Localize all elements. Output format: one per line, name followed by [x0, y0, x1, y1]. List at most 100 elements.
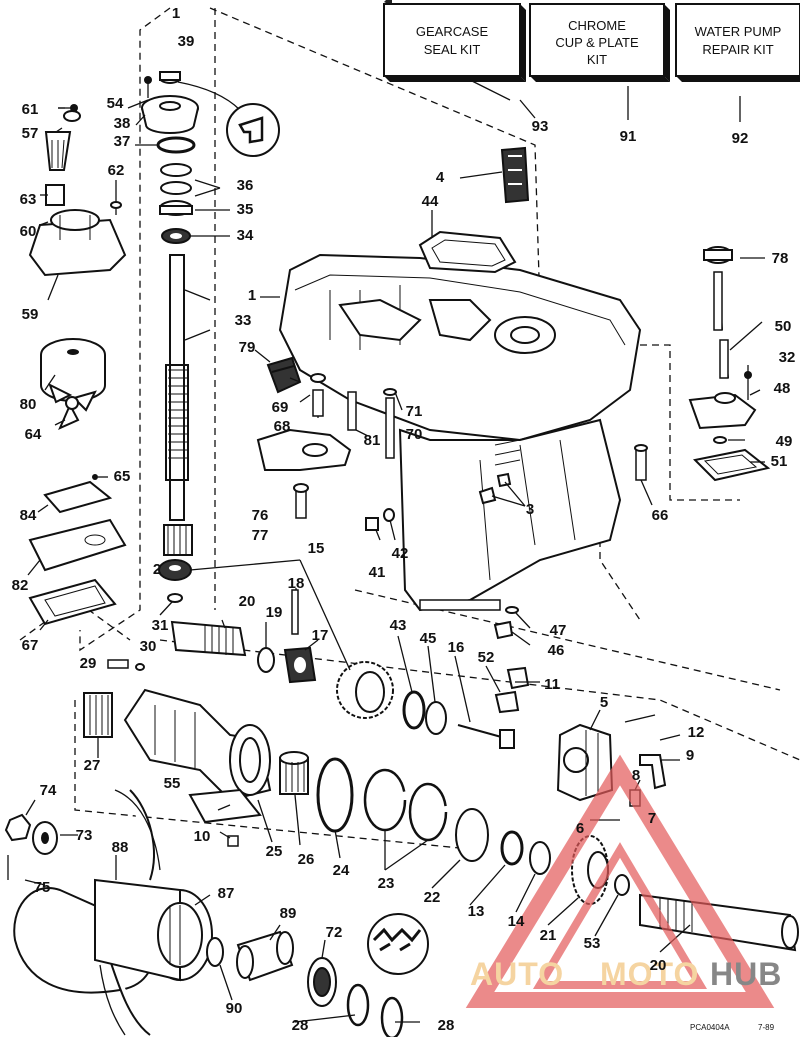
- callout-number: 44: [422, 193, 439, 210]
- callout-number: 39: [178, 33, 195, 50]
- kit-label-chrome-line1: CHROME: [568, 18, 626, 33]
- callout-number: 65: [114, 468, 131, 485]
- callout-number: 66: [652, 507, 669, 524]
- callout-number: 41: [369, 564, 386, 581]
- callout-number: 52: [478, 649, 495, 666]
- callout-number: 51: [771, 453, 788, 470]
- callout-number: 29: [80, 655, 97, 672]
- kit-label-gearcase-line2: SEAL KIT: [424, 42, 481, 57]
- callout-number: 93: [532, 118, 549, 135]
- callout-number: 89: [280, 905, 297, 922]
- callout-number: 87: [218, 885, 235, 902]
- callout-number: 37: [114, 133, 131, 150]
- watermark-logo: AUTO MOTO HUB: [465, 754, 782, 1008]
- callout-number: 78: [772, 250, 789, 267]
- callout-number: 81: [364, 432, 381, 449]
- callout-number: 21: [540, 927, 557, 944]
- callout-number: 69: [272, 399, 289, 416]
- callout-number: 25: [266, 843, 283, 860]
- parts-4-44: [418, 146, 530, 274]
- callout-number: 24: [333, 862, 350, 879]
- callout-number: 68: [274, 418, 291, 435]
- callout-number: 38: [114, 115, 131, 132]
- watermark-text-moto: MOTO: [600, 956, 699, 992]
- callout-number: 19: [266, 604, 283, 621]
- callout-number: 59: [22, 306, 39, 323]
- callout-number: 45: [420, 630, 437, 647]
- callout-labels: 1395438373635343361576360625980646584826…: [12, 5, 796, 1034]
- callout-number: 2: [153, 561, 161, 578]
- callout-number: 28: [438, 1017, 455, 1034]
- callout-number: 72: [326, 924, 343, 941]
- callout-number: 84: [20, 507, 37, 524]
- kit-box-chrome-cup: CHROME CUP & PLATE KIT: [529, 3, 670, 82]
- callout-number: 33: [235, 312, 252, 329]
- callout-number: 82: [12, 577, 29, 594]
- callout-number: 53: [584, 935, 601, 952]
- watermark-text-hub: HUB: [710, 956, 782, 992]
- callout-number: 26: [298, 851, 315, 868]
- callout-number: 75: [34, 879, 51, 896]
- callout-number: 22: [424, 889, 441, 906]
- callout-number: 64: [25, 426, 42, 443]
- callout-number: 60: [20, 223, 37, 240]
- callout-number: 76: [252, 507, 269, 524]
- callout-number: 10: [194, 828, 211, 845]
- inset-detail-circle-bottom: [367, 913, 429, 975]
- callout-number: 80: [20, 396, 37, 413]
- drawing-code: PCA0404A: [690, 1023, 730, 1032]
- callout-number: 5: [600, 694, 608, 711]
- callout-number: 16: [448, 639, 465, 656]
- callout-number: 48: [774, 380, 791, 397]
- propshaft-row-upper: [170, 589, 667, 807]
- callout-number: 8: [632, 767, 640, 784]
- callout-number: 17: [312, 627, 329, 644]
- kit-label-gearcase-line1: GEARCASE: [416, 24, 489, 39]
- mid-parts: [256, 356, 648, 640]
- water-pump-parts: [28, 104, 127, 626]
- callout-number: 9: [686, 747, 694, 764]
- callout-number: 49: [776, 433, 793, 450]
- callout-number: 34: [237, 227, 254, 244]
- callout-number: 46: [548, 642, 565, 659]
- callout-number: 13: [468, 903, 485, 920]
- callout-number: 23: [378, 875, 395, 892]
- callout-number: 57: [22, 125, 39, 142]
- gearcase-housing: [278, 253, 642, 612]
- kit-label-chrome-line3: KIT: [587, 52, 607, 67]
- right-side-parts: [688, 246, 771, 482]
- callout-number: 4: [436, 169, 445, 186]
- inset-detail-circle-top: [226, 103, 280, 157]
- callout-number: 91: [620, 128, 637, 145]
- callout-number: 47: [550, 622, 567, 639]
- drawing-date: 7-89: [758, 1023, 775, 1032]
- callout-number: 11: [544, 676, 560, 693]
- callout-number: 73: [76, 827, 93, 844]
- driveshaft-assembly: [141, 71, 241, 603]
- leader-lines: [24, 99, 765, 1023]
- callout-number: 27: [84, 757, 101, 774]
- callout-number: 62: [108, 162, 125, 179]
- callout-number: 55: [164, 775, 181, 792]
- kit-label-waterpump-line1: WATER PUMP: [695, 24, 782, 39]
- callout-number: 32: [779, 349, 796, 366]
- callout-number: 43: [390, 617, 407, 634]
- callout-number: 67: [22, 637, 39, 654]
- watermark-text-auto: AUTO: [470, 956, 564, 992]
- callout-number: 36: [237, 177, 254, 194]
- callout-number: 90: [226, 1000, 243, 1017]
- callout-number: 14: [508, 913, 525, 930]
- callout-number: 88: [112, 839, 129, 856]
- kit-label-waterpump-line2: REPAIR KIT: [702, 42, 773, 57]
- callout-number: 12: [688, 724, 705, 741]
- callout-number: 20: [239, 593, 256, 610]
- callout-number: 35: [237, 201, 254, 218]
- kit-box-gearcase-seal: GEARCASE SEAL KIT: [383, 0, 526, 82]
- callout-number: 30: [140, 638, 157, 655]
- callout-number: 7: [648, 810, 656, 827]
- callout-number: 74: [40, 782, 57, 799]
- callout-number: 50: [775, 318, 792, 335]
- callout-number: 31: [152, 617, 169, 634]
